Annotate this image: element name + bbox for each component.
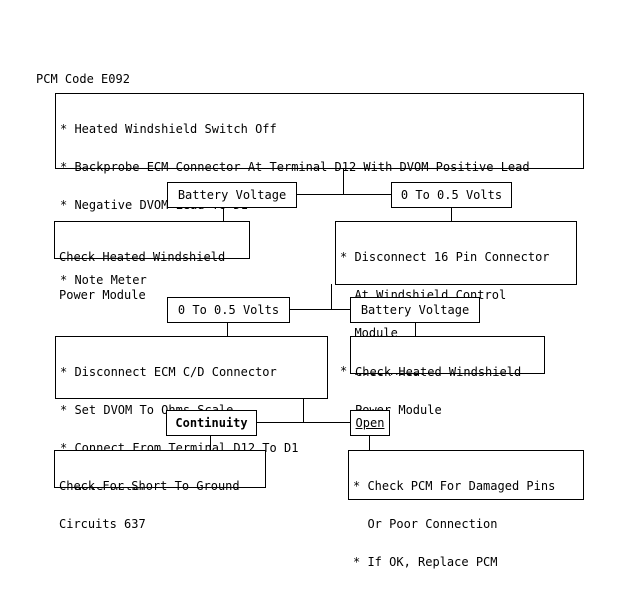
open-label: Open: [350, 410, 390, 436]
check-power-module-box: Check Heated Windshield Power Module: [54, 221, 250, 301]
battery-voltage-label: Battery Voltage: [167, 182, 297, 208]
step-1-box: * Heated Windshield Switch Off * Backpro…: [55, 93, 584, 286]
step-line: * Heated Windshield Switch Off: [60, 122, 277, 137]
connector: [451, 208, 452, 221]
result-line: Check Heated Windshield: [355, 365, 522, 380]
result-line: * Check PCM For Damaged Pins: [353, 479, 556, 494]
check-pcm-box: * Check PCM For Damaged Pins Or Poor Con…: [348, 450, 584, 568]
connector: [369, 435, 370, 450]
result-line: Power Module: [59, 287, 146, 302]
connector: [415, 323, 416, 336]
connector: [210, 435, 211, 450]
connector: [289, 309, 351, 310]
step-line: * Backprobe ECM Connector At Terminal D1…: [60, 159, 530, 174]
result-line: Check For Short To Ground: [59, 479, 240, 494]
connector: [343, 168, 344, 194]
continuity-label: Continuity: [166, 410, 257, 436]
check-short-box: Check For Short To Ground Circuits 637: [54, 450, 266, 530]
connector: [296, 194, 392, 195]
connector: [223, 208, 224, 221]
flowchart: PCM Code E092 * Heated Windshield Switch…: [36, 72, 584, 568]
connector: [331, 284, 332, 309]
result-line: * If OK, Replace PCM: [353, 554, 498, 569]
connector: [303, 398, 304, 423]
low-volts-label: 0 To 0.5 Volts: [391, 182, 512, 208]
connector: [227, 323, 228, 336]
check-power-module-box: Check Heated Windshield Power Module: [350, 336, 545, 416]
connector: [256, 422, 351, 423]
step-2-box: * Disconnect 16 Pin Connector At Windshi…: [335, 221, 577, 377]
step-line: Module: [340, 325, 398, 340]
step-line: * Note Meter: [60, 273, 147, 288]
result-line: Or Poor Connection: [353, 516, 498, 531]
battery-voltage-label: Battery Voltage: [350, 297, 480, 323]
low-volts-label: 0 To 0.5 Volts: [167, 297, 290, 323]
diagram-title: PCM Code E092: [36, 72, 130, 86]
result-line: Circuits 637: [59, 516, 146, 531]
step-line: * Disconnect 16 Pin Connector: [340, 250, 550, 265]
result-line: Check Heated Windshield: [59, 250, 226, 265]
step-3-box: * Disconnect ECM C/D Connector * Set DVO…: [55, 336, 328, 492]
step-line: * Disconnect ECM C/D Connector: [60, 365, 277, 380]
